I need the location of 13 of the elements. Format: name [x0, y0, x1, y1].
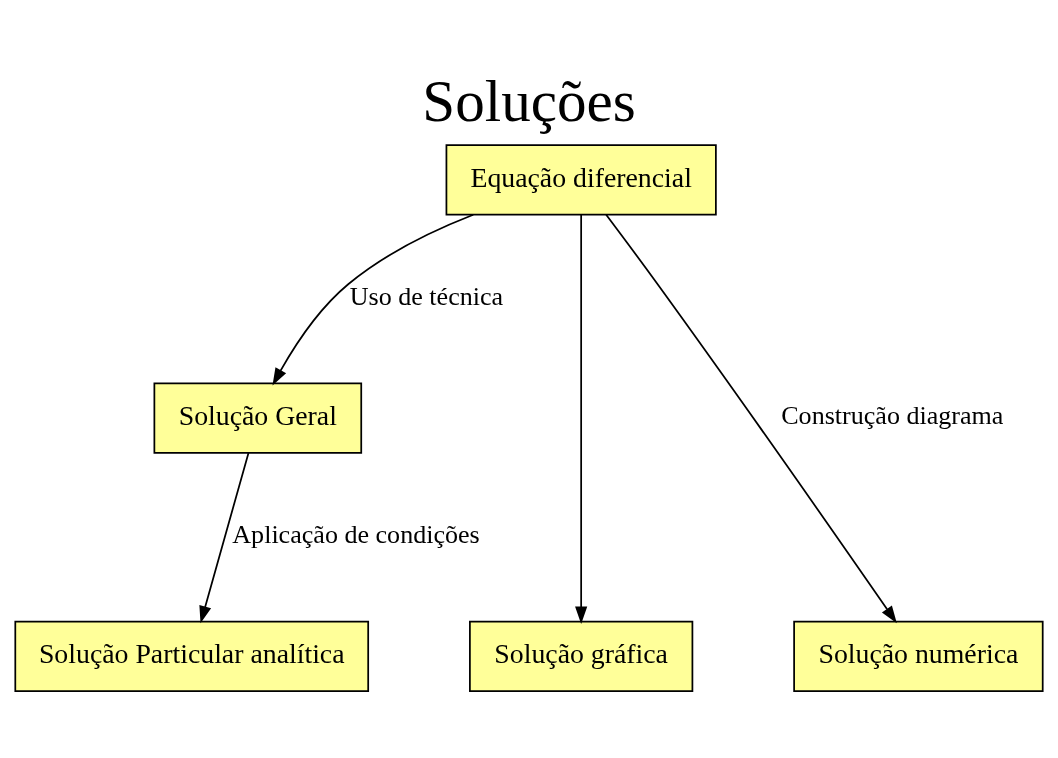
arrow: [272, 213, 475, 386]
edge-label: Aplicação de condições: [232, 520, 480, 550]
edge-label: Construção diagrama: [781, 401, 1004, 431]
node-box: Solução Particular analítica: [14, 620, 370, 692]
node-box: Solução Geral: [153, 382, 363, 454]
arrow: [575, 214, 588, 624]
node-box: Solução numérica: [793, 620, 1044, 692]
node-box: Solução gráfica: [469, 620, 694, 692]
diagram-title: Soluções: [422, 68, 636, 135]
edge-label: Uso de técnica: [349, 282, 504, 312]
node-box: Equação diferencial: [445, 144, 717, 216]
arrow: [605, 213, 897, 624]
arrow: [199, 452, 250, 624]
